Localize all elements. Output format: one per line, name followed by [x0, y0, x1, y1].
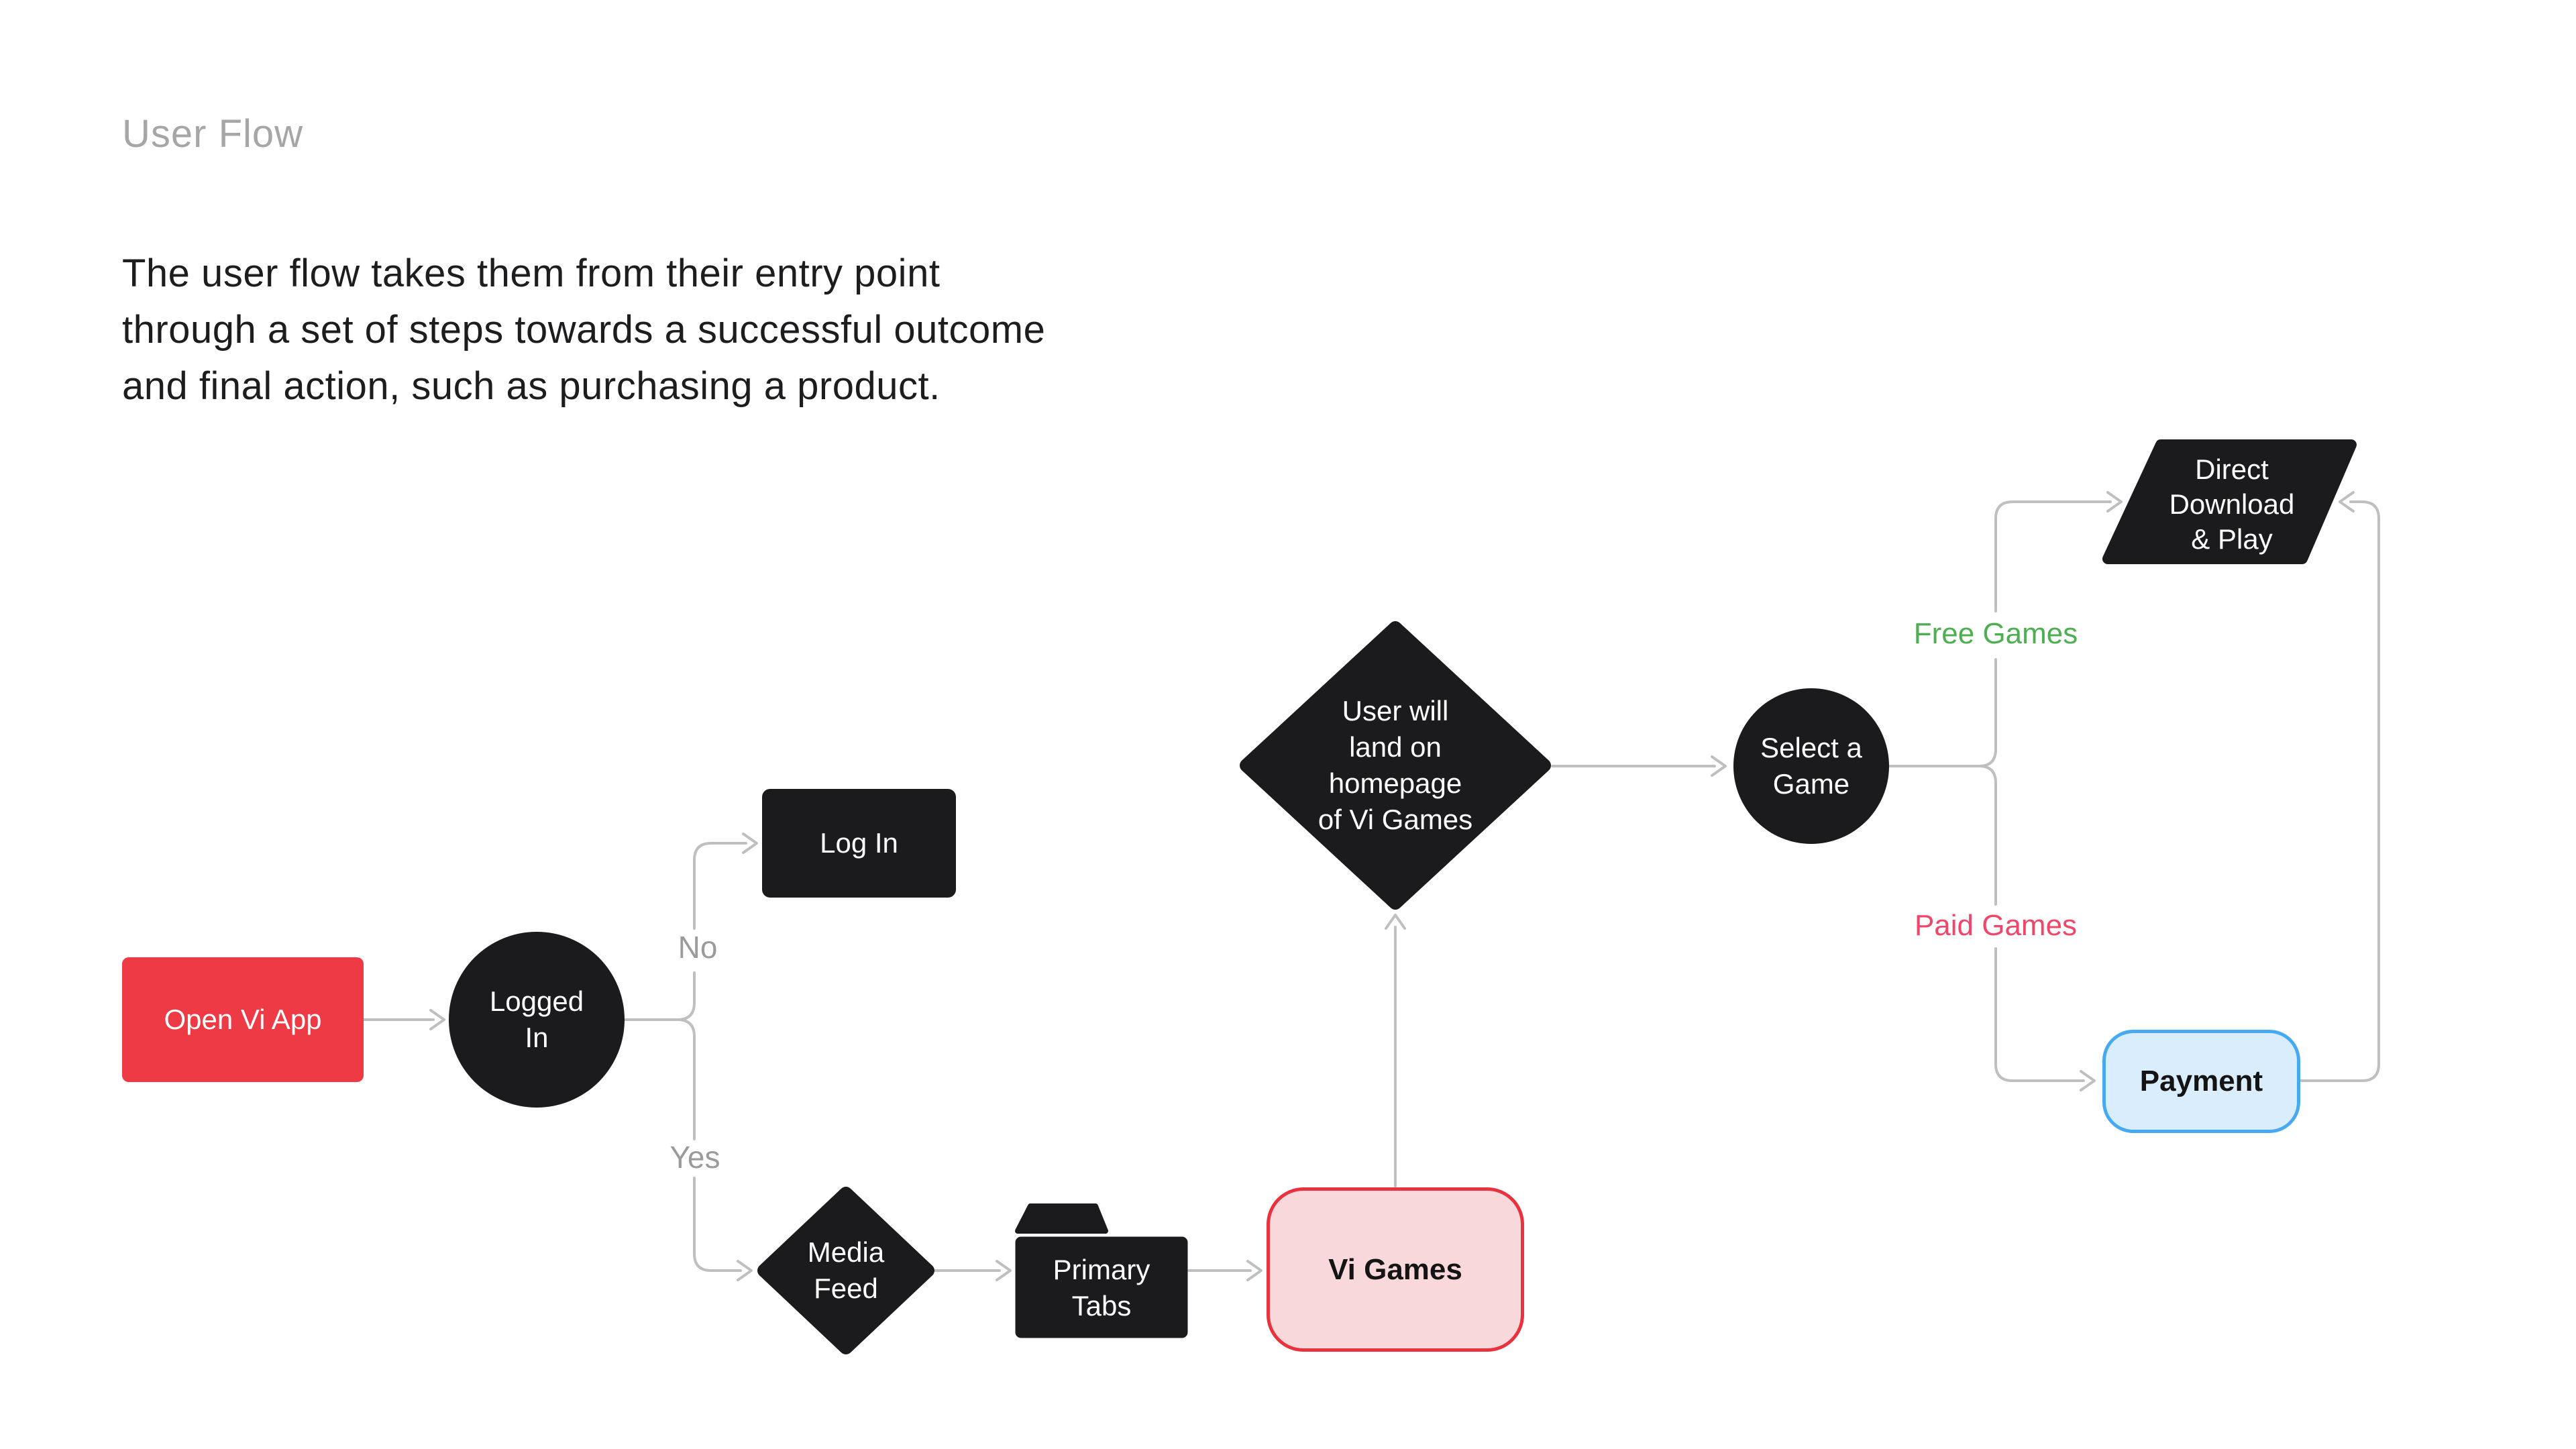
- edge-free-branch-upper: [1994, 500, 2112, 612]
- primary-tabs-label: Primary Tabs: [1053, 1254, 1150, 1322]
- primary-tabs-folder-body: [1015, 1236, 1188, 1338]
- branch-label-yes: Yes: [669, 1140, 720, 1175]
- edge-yes-branch-upper: [623, 1018, 696, 1140]
- arrowhead-icon: [1385, 914, 1406, 930]
- primary-tabs-folder-tab-icon: [1015, 1203, 1108, 1234]
- branch-label-no: No: [678, 930, 718, 965]
- branch-label-paid-games: Paid Games: [1914, 909, 2078, 942]
- node-select-a-game: Select a Game: [1733, 688, 1889, 844]
- landing-decision-label: User will land on homepage of Vi Games: [1318, 695, 1473, 835]
- node-vi-games: Vi Games: [1267, 1187, 1524, 1352]
- node-open-vi-app: Open Vi App: [122, 957, 364, 1082]
- node-logged-in: Logged In: [449, 932, 625, 1108]
- page-description: The user flow takes them from their entr…: [122, 252, 1046, 408]
- media-feed-diamond: [757, 1187, 934, 1354]
- arrowhead-icon: [742, 833, 758, 854]
- edge-payment-to-download: [2299, 500, 2380, 1082]
- media-feed-label: Media Feed: [807, 1236, 885, 1304]
- arrowhead-icon: [2339, 491, 2355, 513]
- branch-label-free-games: Free Games: [1913, 617, 2078, 650]
- direct-download-parallelogram: [2102, 439, 2357, 564]
- arrowhead-icon: [2080, 1070, 2096, 1091]
- arrowhead-icon: [737, 1260, 753, 1281]
- arrowhead-icon: [1246, 1260, 1263, 1281]
- edge-paid-branch-upper: [1978, 765, 1997, 906]
- arrowhead-icon: [2106, 491, 2123, 513]
- edge-free-branch-lower: [1888, 658, 1997, 767]
- node-payment: Payment: [2102, 1030, 2300, 1133]
- direct-download-label: Direct Download & Play: [2169, 453, 2295, 555]
- arrowhead-icon: [1711, 755, 1727, 777]
- edge-yes-branch-lower: [693, 1177, 742, 1272]
- node-log-in: Log In: [762, 789, 956, 898]
- arrowhead-icon: [429, 1009, 445, 1030]
- arrowhead-icon: [996, 1260, 1012, 1281]
- page-title: User Flow: [122, 112, 304, 156]
- edge-no-branch-lower: [623, 971, 696, 1021]
- edge-paid-branch-lower: [1994, 947, 2085, 1082]
- edge-no-branch-upper: [693, 842, 747, 930]
- landing-decision-diamond: [1240, 621, 1551, 910]
